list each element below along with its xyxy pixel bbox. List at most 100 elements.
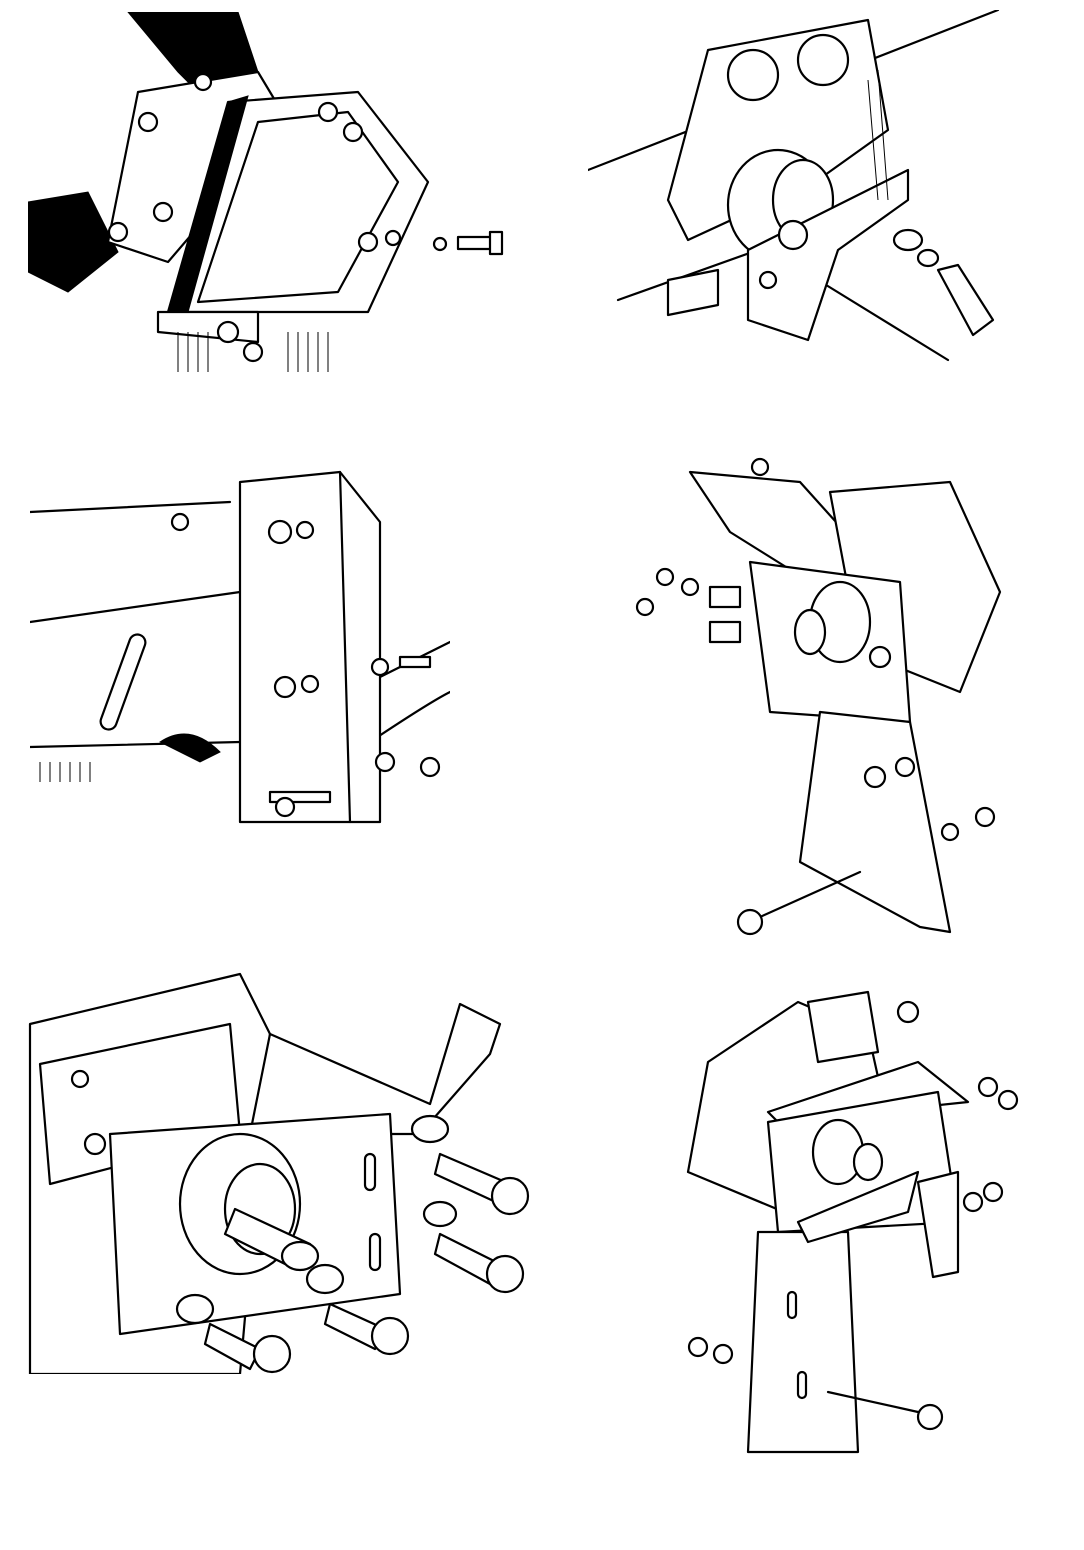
nut-icon	[342, 121, 364, 143]
bolt-head-icon	[274, 796, 296, 818]
lower-bracket-shape	[746, 168, 910, 342]
bracket-fold-line	[338, 470, 352, 824]
chassis-line	[30, 500, 232, 514]
drain-plug-icon	[83, 1132, 107, 1156]
bolt-head-icon	[70, 1069, 90, 1089]
bolt-head-icon	[370, 1316, 410, 1356]
engine-mount-bracket-drawing	[588, 10, 1008, 370]
bolt-head-icon	[490, 1176, 530, 1216]
bolt-head-icon	[796, 33, 850, 87]
bolt-hole-icon	[758, 270, 778, 290]
nut-icon	[655, 567, 675, 587]
frame-shadow-shape	[28, 191, 119, 293]
nut-icon	[357, 231, 379, 253]
lower-arm-shape	[798, 710, 952, 934]
slot-shape	[786, 1290, 798, 1320]
washer-icon	[384, 229, 402, 247]
bolt-head-icon	[252, 1334, 292, 1374]
bolt-icon	[398, 655, 432, 669]
washer-icon	[370, 657, 390, 677]
washer-icon	[916, 248, 940, 268]
bolt-head-icon	[916, 1403, 944, 1431]
washer-icon	[432, 236, 448, 252]
cross-brace-shape	[796, 1170, 920, 1244]
long-plate-shape	[746, 1230, 860, 1454]
clamp-shape	[708, 620, 742, 644]
bracket-box-mount-drawing	[28, 12, 508, 372]
bolt-head-icon	[488, 230, 504, 256]
frame-bracket-drawing	[30, 462, 450, 832]
shaft-end-shape	[793, 608, 827, 656]
nut-icon	[295, 520, 315, 540]
spring-line	[368, 690, 450, 744]
gearbox-plate-svg	[635, 457, 1002, 936]
mount-shadow-shape	[159, 733, 221, 763]
bolt-icon	[936, 263, 995, 337]
bearing-housing-drawing	[10, 934, 530, 1374]
nut-icon	[687, 1336, 709, 1358]
nut-icon	[317, 101, 339, 123]
nut-icon	[868, 645, 892, 669]
bolt-head-icon	[485, 1254, 525, 1294]
bolt-head-icon	[137, 111, 159, 133]
washer-icon	[680, 577, 700, 597]
side-bracket-shape	[916, 1170, 960, 1279]
nut-icon	[894, 756, 916, 778]
engine-mount-svg	[588, 10, 1000, 362]
bolt-head-icon	[777, 219, 809, 251]
slot-shape	[796, 1370, 808, 1400]
gearbox-assembly-svg	[686, 990, 1019, 1454]
washer-icon	[863, 765, 887, 789]
bearing-housing-svg	[28, 972, 530, 1374]
chassis-line	[30, 590, 242, 624]
bolt-head-icon	[896, 1000, 920, 1024]
bolt-icon	[323, 1302, 387, 1351]
washer-icon	[175, 1293, 215, 1325]
washer-icon	[712, 1343, 734, 1365]
bolt-icon	[203, 1322, 262, 1371]
slot-shape	[99, 633, 147, 731]
washer-icon	[410, 1114, 450, 1144]
nut-icon	[635, 597, 655, 617]
tab-shape	[666, 268, 720, 317]
bolt-icon	[268, 790, 332, 804]
bolt-head-icon	[267, 519, 293, 545]
bolt-head-icon	[736, 908, 764, 936]
washer-icon	[892, 228, 924, 252]
nut-icon	[974, 806, 996, 828]
nut-icon	[273, 675, 297, 699]
frame-bracket-svg	[30, 470, 450, 824]
nut-icon	[982, 1181, 1004, 1203]
bolt-head-icon	[107, 221, 129, 243]
washer-icon	[216, 320, 240, 344]
gearbox-plate-drawing	[630, 432, 1030, 942]
shaft-end-shape	[852, 1142, 884, 1182]
washer-icon	[300, 674, 320, 694]
slot-shape	[363, 1152, 377, 1192]
input-shaft-shape	[806, 990, 880, 1064]
bolt-head-icon	[170, 512, 190, 532]
bolt-head-icon	[152, 201, 174, 223]
washer-icon	[940, 822, 960, 842]
nut-icon	[419, 756, 441, 778]
washer-icon	[305, 1263, 345, 1295]
bolt-head-icon	[726, 48, 780, 102]
clamp-shape	[708, 585, 742, 609]
bolt-head-icon	[750, 457, 770, 477]
nut-icon	[242, 341, 264, 363]
long-bolt-line	[758, 870, 862, 919]
shaft-end-shape	[280, 1240, 320, 1272]
bracket-box-mount-svg	[28, 12, 504, 372]
washer-icon	[962, 1191, 984, 1213]
nut-icon	[997, 1089, 1019, 1111]
washer-icon	[422, 1200, 458, 1228]
long-bolt-line	[826, 1390, 920, 1414]
slot-shape	[368, 1232, 382, 1272]
chassis-line	[816, 278, 950, 362]
bolt-icon	[456, 235, 496, 251]
stud-icon	[193, 72, 213, 92]
washer-icon	[374, 751, 396, 773]
washer-icon	[977, 1076, 999, 1098]
gearbox-assembly-drawing	[668, 972, 1040, 1472]
